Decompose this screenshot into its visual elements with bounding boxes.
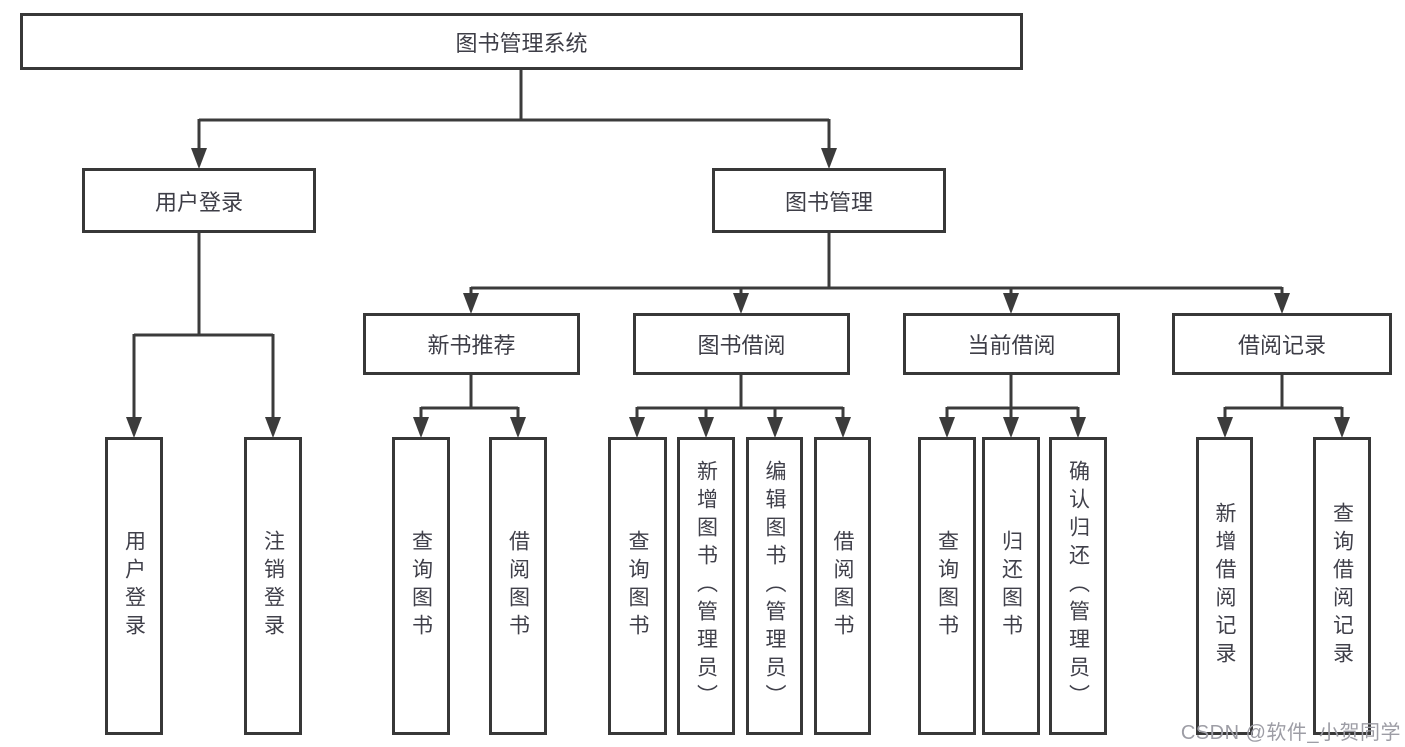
node-label: 查询图书	[626, 530, 649, 642]
node-library-management-system: 图书管理系统	[20, 13, 1023, 70]
node-label: 查询图书	[935, 530, 959, 642]
node-leaf-edit-books-admin: 编辑图书（管理员）	[746, 437, 803, 735]
node-label: 借阅记录	[1237, 333, 1326, 358]
node-leaf-query-books-recommend: 查询图书	[392, 437, 450, 735]
node-leaf-return-books: 归还图书	[982, 437, 1040, 735]
node-label: 当前借阅	[967, 333, 1056, 358]
arrowheads	[126, 148, 1350, 438]
node-label: 查询图书	[409, 530, 433, 642]
node-new-book-recommendation: 新书推荐	[363, 313, 580, 375]
node-leaf-add-books-admin: 新增图书（管理员）	[677, 437, 735, 735]
csdn-watermark: CSDN @软件_小贺同学	[1180, 722, 1401, 744]
node-label: 借阅图书	[831, 530, 854, 642]
node-label: 图书管理	[784, 189, 873, 215]
node-borrowing-records: 借阅记录	[1172, 313, 1392, 375]
node-label: 编辑图书（管理员）	[763, 460, 786, 712]
node-label: 图书借阅	[697, 333, 786, 358]
node-leaf-user-login: 用户登录	[105, 437, 163, 735]
node-user-login: 用户登录	[82, 168, 316, 233]
node-label: 归还图书	[999, 530, 1023, 642]
node-label: 查询借阅记录	[1330, 502, 1354, 670]
node-current-borrowing: 当前借阅	[903, 313, 1120, 375]
node-label: 图书管理系统	[455, 30, 588, 56]
node-leaf-add-borrow-record: 新增借阅记录	[1196, 437, 1253, 735]
node-leaf-query-borrow-record: 查询借阅记录	[1313, 437, 1371, 735]
node-book-borrowing: 图书借阅	[633, 313, 850, 375]
node-label: 确认归还（管理员）	[1066, 460, 1090, 712]
node-leaf-logout: 注销登录	[244, 437, 302, 735]
node-label: 借阅图书	[506, 530, 530, 642]
connector-paths	[132, 70, 1344, 420]
node-label: 用户登录	[122, 530, 146, 642]
node-leaf-confirm-return-admin: 确认归还（管理员）	[1049, 437, 1107, 735]
node-leaf-borrow-books: 借阅图书	[814, 437, 871, 735]
node-leaf-query-books-borrowing: 查询图书	[608, 437, 667, 735]
node-label: 新增借阅记录	[1213, 502, 1236, 670]
node-label: 新增图书（管理员）	[694, 460, 718, 712]
node-label: 新书推荐	[427, 333, 516, 358]
node-book-management: 图书管理	[712, 168, 946, 233]
node-label: 注销登录	[261, 530, 285, 642]
node-leaf-query-books-current: 查询图书	[918, 437, 976, 735]
node-label: 用户登录	[154, 189, 243, 215]
node-leaf-borrow-books-recommend: 借阅图书	[489, 437, 547, 735]
